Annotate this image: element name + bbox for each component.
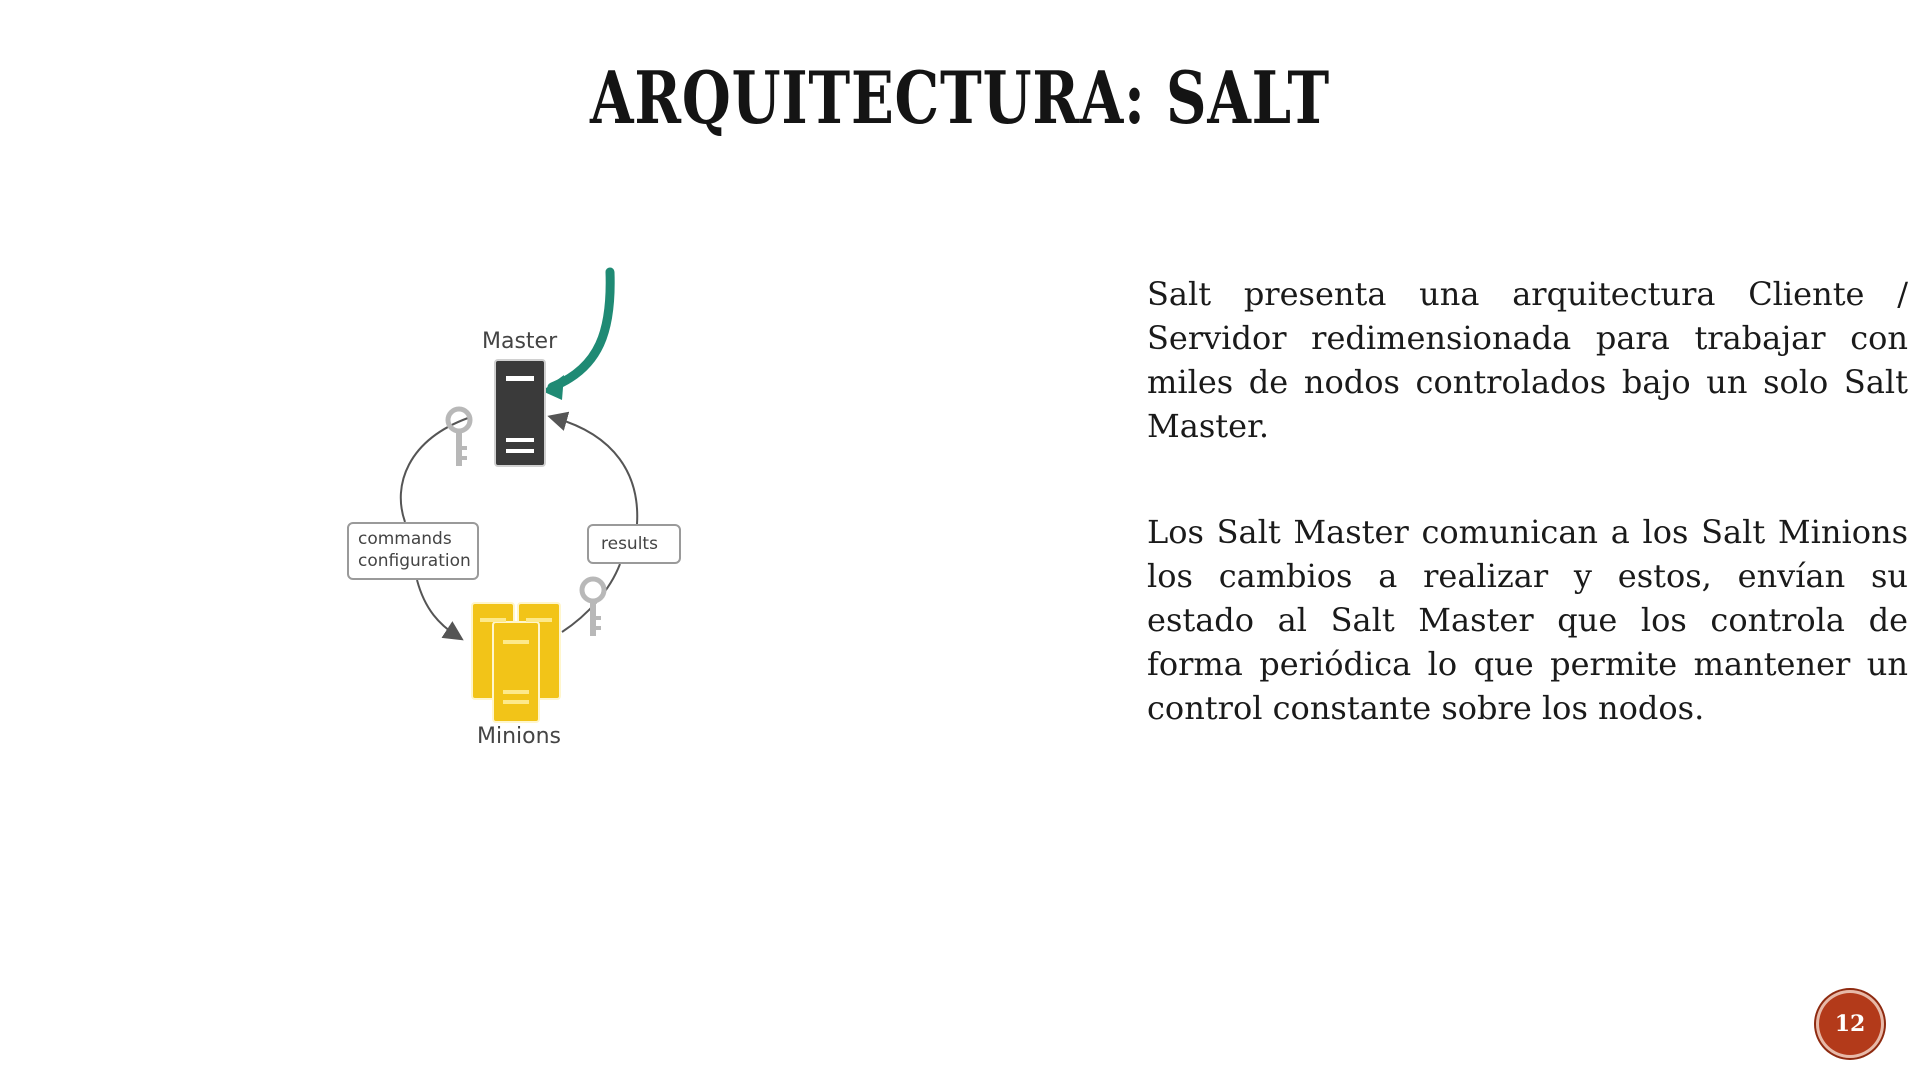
page-number-badge: 12 — [1816, 990, 1884, 1058]
teal-arrow-icon — [547, 267, 615, 392]
diagram-graphics — [399, 267, 639, 723]
key-icon-master — [445, 406, 473, 466]
slide-title: ARQUITECTURA: SALT — [590, 55, 1330, 140]
master-label: Master — [482, 329, 558, 354]
paragraph-1: Salt presenta una arquitectura Cliente /… — [1147, 275, 1908, 445]
cycle-arc-left-lower — [416, 579, 464, 641]
master-server-icon — [494, 359, 546, 467]
paragraph-2: Los Salt Master comunican a los Salt Min… — [1147, 513, 1908, 727]
configuration-label: configuration — [358, 551, 471, 571]
results-box: results — [587, 524, 681, 564]
minions-label: Minions — [477, 724, 562, 749]
key-icon-minions — [579, 576, 607, 636]
body-text: Salt presenta una arquitectura Cliente /… — [1147, 272, 1908, 730]
commands-configuration-box: commands configuration — [347, 522, 479, 580]
salt-architecture-diagram: Master Minions commands configuration re… — [330, 250, 710, 770]
minion-servers-icon — [471, 602, 561, 723]
commands-label: commands — [358, 529, 452, 549]
cycle-arc-right-upper — [547, 411, 639, 525]
results-label: results — [601, 534, 658, 554]
